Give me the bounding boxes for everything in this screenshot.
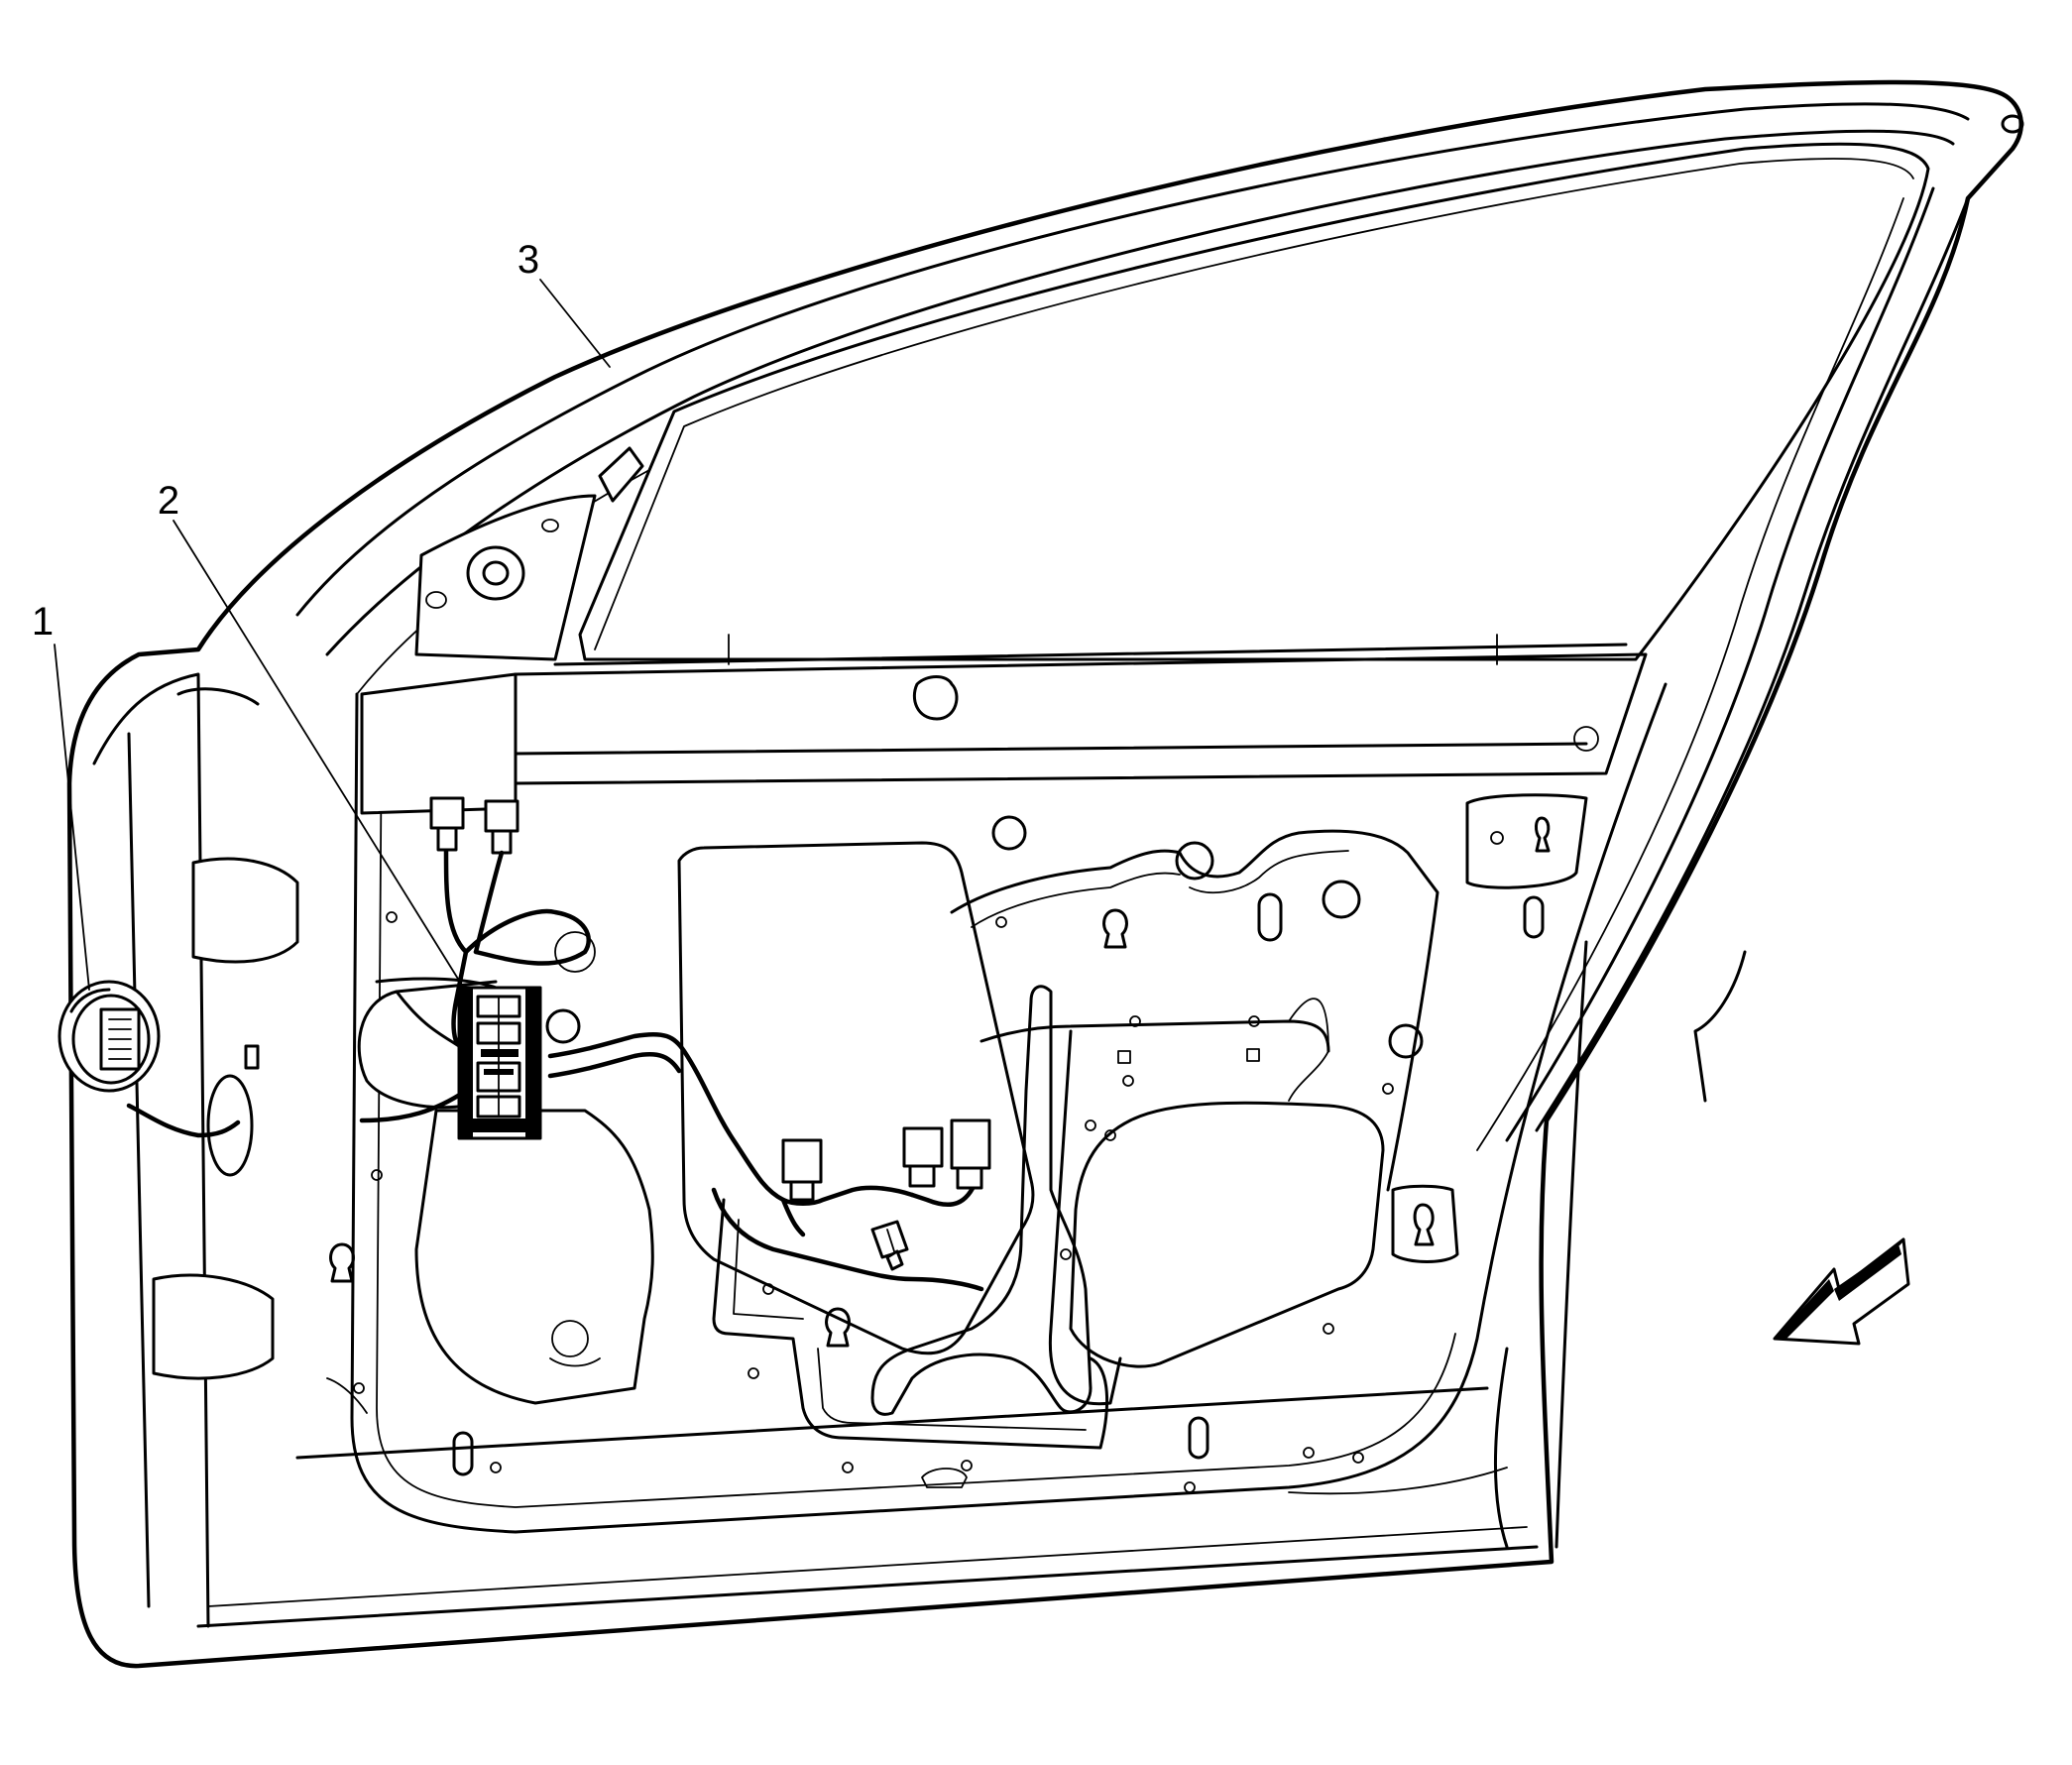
module-connector-a [781,1138,823,1184]
callout-leaders [54,279,611,993]
door-harness-connector-block [457,986,542,1140]
upper-connector-left [429,796,465,830]
upper-connector-right [484,799,519,833]
callout-3: 3 [518,238,539,282]
callout-2: 2 [158,479,179,523]
callout-1: 1 [32,600,54,644]
module-connector-b [902,1126,944,1168]
front-direction-arrow-icon [1773,1237,1910,1346]
module-connector-c [950,1118,991,1170]
door-outer-shell [66,79,2024,1669]
hinge-side-connector [58,980,161,1093]
door-inner-panel [326,446,1668,1534]
